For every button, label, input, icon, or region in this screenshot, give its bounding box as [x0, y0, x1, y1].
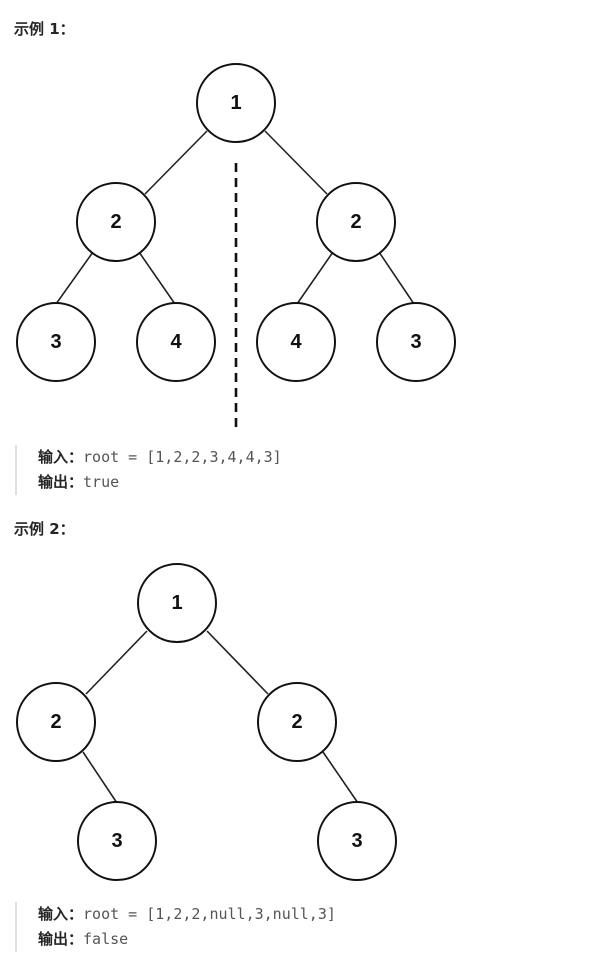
tree-nodes: 1 2 2 3 3: [16, 563, 397, 881]
edge-1-2l: [144, 130, 208, 195]
tree-node: 3: [77, 801, 157, 881]
node-label: 2: [350, 211, 361, 233]
input-label: 输入：: [38, 448, 84, 466]
node-label: 2: [291, 711, 302, 733]
tree-node: 2: [257, 682, 337, 762]
output-value: true: [83, 473, 120, 491]
tree-node: 4: [256, 302, 336, 382]
tree-node: 4: [136, 302, 216, 382]
tree-node: 3: [16, 302, 96, 382]
output-label: 输出：: [38, 930, 84, 948]
node-label: 1: [230, 92, 241, 114]
edge-2l-3: [55, 251, 94, 305]
edge-1-2r: [206, 630, 269, 695]
example-1-heading: 示例 1：: [14, 20, 75, 38]
node-label: 3: [410, 331, 421, 353]
node-circle: [137, 563, 217, 643]
tree-node: 2: [16, 682, 96, 762]
node-circle: [256, 302, 336, 382]
tree-edges: [55, 130, 415, 305]
node-circle: [376, 302, 456, 382]
edge-2r-4: [296, 251, 334, 305]
node-circle: [316, 182, 396, 262]
tree-node: 3: [376, 302, 456, 382]
output-value: false: [83, 930, 129, 948]
node-label: 4: [170, 331, 182, 353]
node-label: 2: [50, 711, 61, 733]
tree-edges: [82, 630, 359, 804]
example-1-tree-diagram: 1 2 2 3 4 4 3: [16, 63, 456, 427]
output-line: 输出：false: [38, 927, 336, 952]
node-circle: [16, 302, 96, 382]
edge-2r-3: [322, 751, 359, 804]
example-2-io-block: 输入：root = [1,2,2,null,3,null,3] 输出：false: [15, 902, 336, 952]
output-label: 输出：: [38, 473, 84, 491]
example-2-tree-diagram: 1 2 2 3 3: [16, 563, 397, 881]
output-line: 输出：true: [38, 470, 282, 495]
input-line: 输入：root = [1,2,2,3,4,4,3]: [38, 445, 282, 470]
edge-1-2r: [264, 130, 328, 195]
tree-node: 2: [76, 182, 156, 262]
tree-node: 2: [316, 182, 396, 262]
input-label: 输入：: [38, 905, 84, 923]
node-circle: [257, 682, 337, 762]
input-value: root = [1,2,2,3,4,4,3]: [83, 448, 282, 466]
node-label: 3: [50, 331, 61, 353]
node-circle: [317, 801, 397, 881]
node-circle: [136, 302, 216, 382]
tree-node: 3: [317, 801, 397, 881]
node-circle: [76, 182, 156, 262]
node-label: 3: [351, 830, 362, 852]
example-2-heading: 示例 2：: [14, 520, 75, 538]
input-value: root = [1,2,2,null,3,null,3]: [83, 905, 336, 923]
node-label: 4: [290, 331, 302, 353]
node-label: 2: [110, 211, 121, 233]
tree-nodes: 1 2 2 3 4 4 3: [16, 63, 456, 382]
node-label: 3: [111, 830, 122, 852]
example-1-io-block: 输入：root = [1,2,2,3,4,4,3] 输出：true: [15, 445, 282, 495]
node-circle: [16, 682, 96, 762]
node-label: 1: [171, 592, 182, 614]
input-line: 输入：root = [1,2,2,null,3,null,3]: [38, 902, 336, 927]
node-circle: [196, 63, 276, 143]
tree-node: 1: [137, 563, 217, 643]
edge-1-2l: [85, 630, 148, 695]
edge-2r-3: [378, 251, 415, 305]
tree-node: 1: [196, 63, 276, 143]
edge-2l-4: [138, 251, 176, 305]
node-circle: [77, 801, 157, 881]
edge-2l-3: [82, 751, 118, 804]
